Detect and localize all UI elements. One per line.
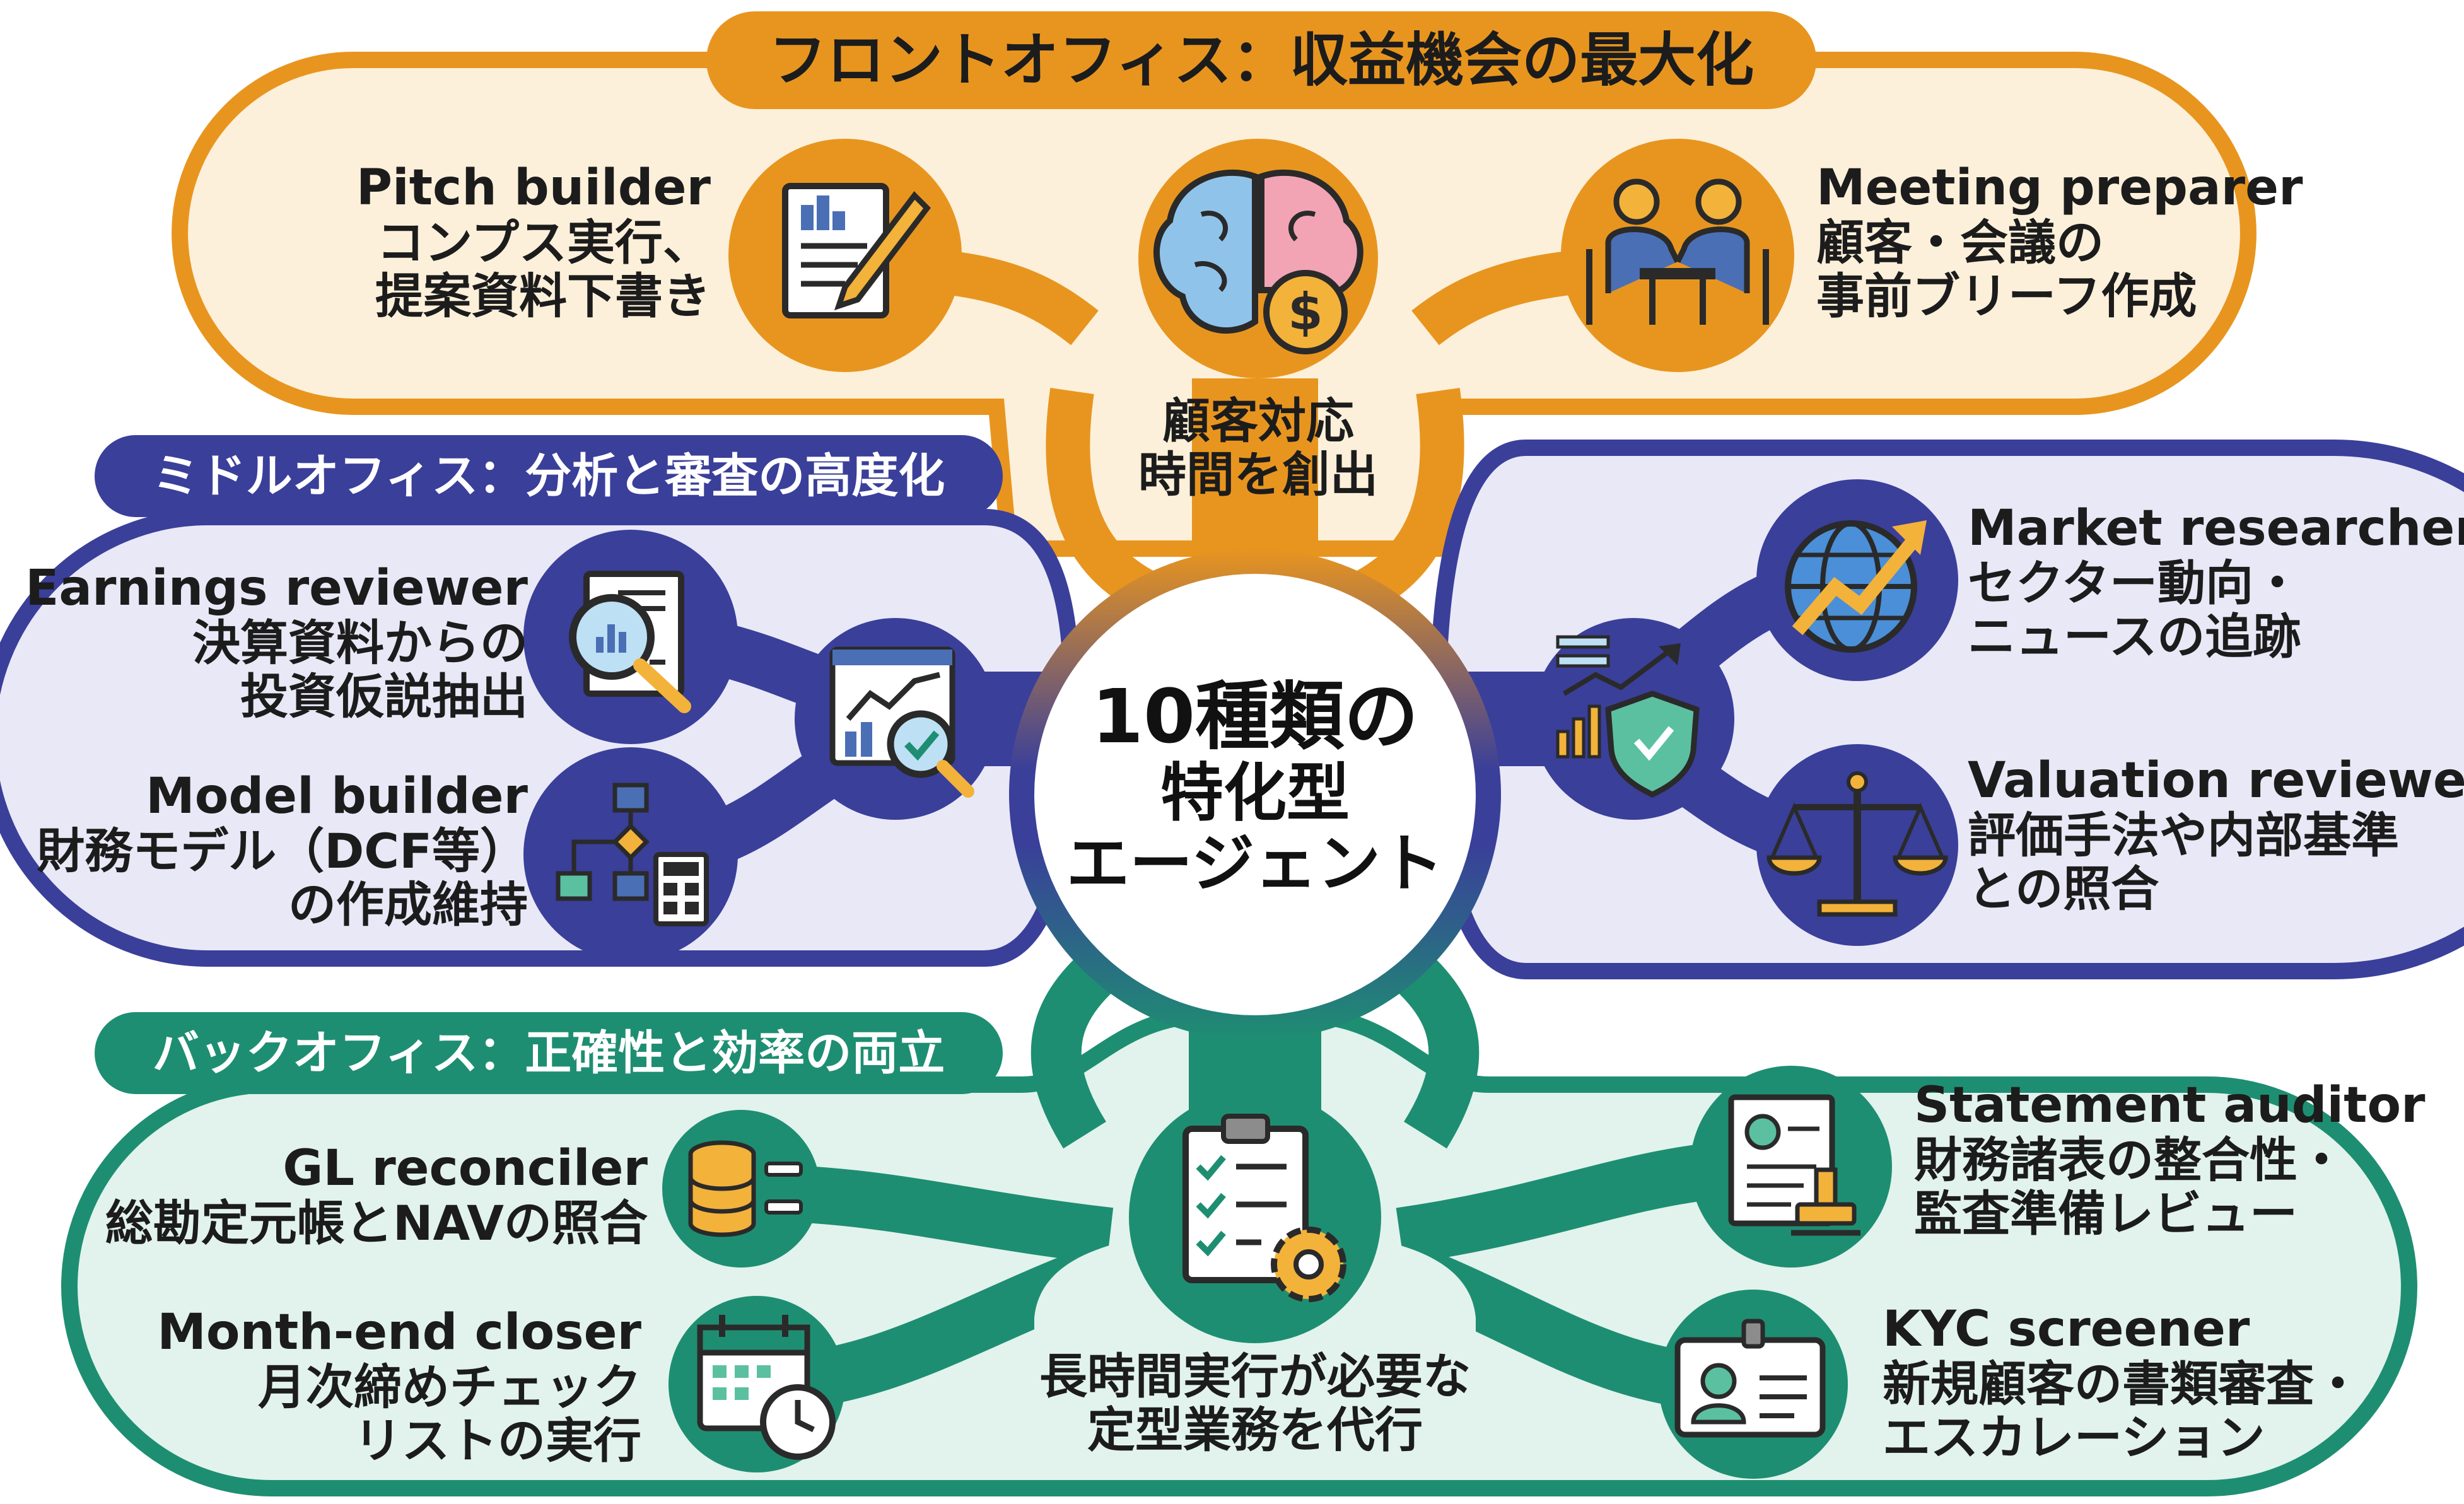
report-magnifier-icon	[569, 571, 691, 713]
center-title: 10種類の 特化型 エージェント	[1034, 675, 1476, 899]
middle-banner-bg	[95, 435, 1003, 517]
hub-text-line: 長時間実行が必要な	[1039, 1348, 1471, 1404]
svg-text:$: $	[1288, 283, 1323, 341]
agent-desc-line: コンプス実行、	[377, 214, 711, 271]
agent-name: KYC screener	[1883, 1301, 2250, 1358]
agent-desc-line: 投資仮説抽出	[240, 668, 528, 725]
agent-desc-line: エスカレーション	[1883, 1409, 2265, 1466]
agent-name: Pitch builder	[356, 160, 711, 216]
front-stem-right	[1352, 388, 1464, 613]
front-hub-text: 顧客対応 時間を創出	[1066, 394, 1451, 501]
meeting-icon	[1586, 178, 1769, 325]
agent-desc-line: 財務諸表の整合性・	[1914, 1132, 2345, 1189]
hub-text-line: 顧客対応	[1162, 393, 1354, 449]
front-stem-left	[1046, 388, 1159, 613]
pitch-document-icon	[782, 183, 931, 318]
agent-name: Meeting preparer	[1816, 160, 2303, 216]
back-banner: バックオフィス：正確性と効率の両立	[152, 1026, 945, 1080]
agent-desc-line: 新規顧客の書類審査・	[1883, 1356, 2362, 1413]
agent-desc-line: 事前ブリーフ作成	[1816, 268, 2197, 325]
model-builder-label: Model builder 財務モデル（DCF等） の作成維持	[37, 768, 528, 933]
middle-banner: ミドルオフィス：分析と審査の高度化	[152, 449, 945, 503]
pitch-builder-label: Pitch builder コンプス実行、 提案資料下書き	[356, 160, 711, 325]
agent-desc-line: 決算資料からの	[192, 615, 528, 672]
center-line: エージェント	[1066, 827, 1444, 901]
agent-desc-line: 月次締めチェック	[258, 1359, 641, 1416]
agent-desc-line: との照合	[1968, 861, 2159, 918]
agent-name: Month-end closer	[157, 1304, 641, 1361]
back-banner-bg	[95, 1012, 1003, 1094]
agent-desc-line: リストの実行	[354, 1413, 641, 1469]
agent-desc-line: 財務モデル（DCF等）	[37, 823, 528, 880]
meeting-preparer-label: Meeting preparer 顧客・会議の 事前ブリーフ作成	[1816, 160, 2303, 325]
month-end-closer-label: Month-end closer 月次締めチェック リストの実行	[157, 1304, 641, 1469]
statement-auditor-label: Statement auditor 財務諸表の整合性・ 監査準備レビュー	[1914, 1077, 2426, 1242]
agent-desc-line: 顧客・会議の	[1816, 214, 2104, 271]
globe-growth-icon	[1785, 520, 1927, 653]
valuation-reviewer-label: Valuation reviewer 評価手法や内部基準 との照合	[1968, 752, 2464, 918]
hub-text-line: 定型業務を代行	[1087, 1402, 1423, 1459]
agent-desc-line: セクター動向・	[1968, 555, 2301, 612]
document-stamp-icon	[1728, 1094, 1860, 1236]
chart-shield-icon	[1556, 635, 1700, 798]
flowchart-calculator-icon	[556, 783, 709, 926]
agent-desc-line: ニュースの追跡	[1968, 609, 2301, 665]
id-card-icon	[1674, 1319, 1826, 1438]
chart-check-icon	[829, 646, 974, 798]
agent-desc-line: 監査準備レビュー	[1914, 1186, 2298, 1242]
clipboard-gear-icon	[1182, 1114, 1346, 1302]
back-hub-text: 長時間実行が必要な 定型業務を代行	[1034, 1350, 1476, 1457]
agent-desc-line: 提案資料下書き	[375, 268, 711, 325]
hub-text-line: 時間を創出	[1138, 446, 1378, 503]
front-banner-bg	[706, 11, 1816, 109]
center-circle	[1034, 574, 1476, 1015]
agent-name: Market researcher	[1968, 500, 2464, 557]
agent-desc-line: 評価手法や内部基準	[1968, 807, 2399, 864]
market-researcher-label: Market researcher セクター動向・ ニュースの追跡	[1968, 500, 2464, 665]
agent-desc-line: 総勘定元帳とNAVの照合	[105, 1195, 648, 1252]
balance-scale-icon	[1766, 771, 1948, 917]
gl-reconciler-label: GL reconciler 総勘定元帳とNAVの照合	[105, 1141, 648, 1250]
back-hub-bubble	[1034, 1230, 1476, 1469]
agent-name: Model builder	[146, 768, 528, 825]
agent-name: GL reconciler	[283, 1140, 648, 1197]
calendar-clock-icon	[697, 1315, 836, 1460]
agent-name: Statement auditor	[1914, 1077, 2426, 1134]
kyc-screener-label: KYC screener 新規顧客の書類審査・ エスカレーション	[1883, 1301, 2362, 1466]
agent-name: Earnings reviewer	[25, 560, 528, 617]
center-line: 10種類の	[1091, 673, 1419, 760]
database-list-icon	[688, 1140, 803, 1237]
center-line: 特化型	[1160, 756, 1350, 831]
agent-desc-line: の作成維持	[288, 877, 528, 933]
earnings-reviewer-label: Earnings reviewer 決算資料からの 投資仮説抽出	[25, 560, 528, 725]
agent-name: Valuation reviewer	[1968, 752, 2464, 809]
front-banner: フロントオフィス：収益機会の最大化	[768, 26, 1755, 94]
brain-dollar-icon: $	[1153, 169, 1363, 354]
